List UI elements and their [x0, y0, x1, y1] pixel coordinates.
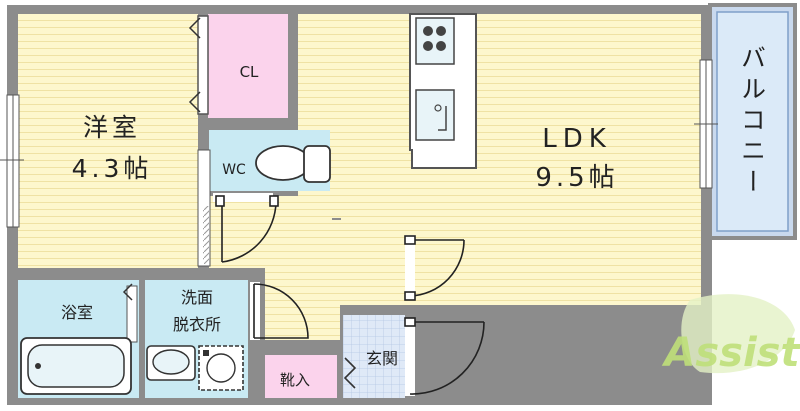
balcony	[708, 3, 797, 240]
closet	[208, 14, 288, 118]
shoebox-label: 靴入	[280, 371, 310, 389]
kitchen-counter	[409, 13, 477, 169]
entrance-label: 玄関	[366, 349, 398, 368]
closet-doors	[188, 15, 209, 115]
ldk-size: 9.5帖	[535, 163, 618, 193]
bathtub-icon	[20, 337, 132, 395]
wash-basin-icon	[146, 345, 196, 381]
closet-label: CL	[240, 63, 259, 81]
shoebox	[265, 355, 337, 398]
washing-machine-icon	[198, 345, 244, 391]
balcony-label: バルコニー	[738, 45, 767, 200]
bath-door	[122, 283, 138, 343]
washroom-label-line2: 脱衣所	[173, 315, 221, 334]
window-western	[0, 94, 24, 228]
toilet-label: WC	[222, 162, 246, 178]
assist-logo: Assist	[661, 294, 800, 376]
door-swings	[215, 195, 485, 395]
western-room-size: 4.3帖	[72, 154, 153, 183]
window-ldk	[694, 59, 718, 189]
western-room	[18, 14, 198, 268]
entrance	[343, 315, 405, 398]
svg-text:Assist: Assist	[661, 330, 800, 376]
toilet-fixture-icon	[255, 145, 331, 183]
shoebox-door-icon	[343, 357, 357, 389]
bath-label: 浴室	[61, 303, 93, 322]
washroom-label-line1: 洗面	[181, 288, 213, 307]
hallway	[209, 196, 405, 340]
western-sliding-door	[197, 149, 211, 267]
ldk-label: LDK	[542, 124, 612, 154]
western-room-label: 洋室	[83, 113, 141, 142]
